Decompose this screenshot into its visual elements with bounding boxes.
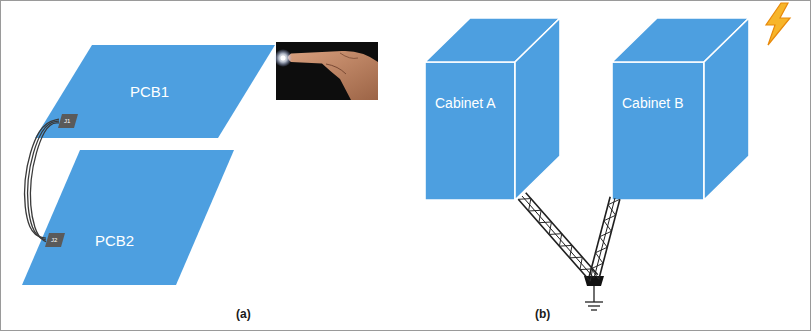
panel-label: (b) [535, 308, 550, 320]
pcb-board: PCB2 J2 [22, 150, 234, 285]
connector-group [518, 193, 620, 282]
spark-core [281, 56, 286, 61]
truss-junction [584, 276, 604, 286]
header-outline [58, 114, 78, 128]
connector-group [25, 119, 59, 242]
truss-rail [589, 197, 610, 277]
lightning-bolt [766, 3, 790, 45]
board-outline [35, 45, 275, 138]
finger-photo [274, 42, 378, 100]
cube-side-face [515, 18, 560, 200]
connector-label: J1 [64, 118, 70, 124]
ribbon-cable [28, 121, 59, 240]
cabinet-box: Cabinet A [425, 18, 560, 200]
finger-crease [326, 64, 346, 74]
connector-label: J2 [51, 237, 57, 243]
photo-background [276, 42, 378, 100]
ground-symbol [588, 305, 600, 306]
ribbon-wire [25, 119, 59, 238]
panel-label: (a) [236, 308, 251, 320]
truss-rail [518, 199, 590, 281]
truss-rail [526, 193, 598, 275]
cube-side-face [704, 18, 749, 200]
connector-header: J1 [58, 114, 78, 128]
board-outline [22, 150, 234, 285]
ground-assembly [584, 276, 604, 310]
knuckle-line [340, 53, 358, 58]
cabinet-box: Cabinet B [612, 18, 749, 200]
ground-symbol [591, 309, 597, 310]
spark-glow [274, 49, 292, 67]
ground-symbol [585, 301, 603, 302]
truss-lattice [518, 199, 592, 282]
ribbon-wire [31, 123, 59, 242]
board-label: PCB1 [130, 84, 169, 99]
pcb-board: PCB1J1 [35, 45, 275, 138]
truss-rail [599, 199, 620, 279]
truss-lattice [591, 199, 620, 279]
ground-wire [593, 286, 594, 302]
cabinet-label: Cabinet B [622, 96, 683, 110]
lattice-tower [522, 196, 615, 278]
cube-front-face [425, 62, 515, 200]
cabinet-label: Cabinet A [435, 96, 496, 110]
hand-shape [288, 51, 378, 100]
cube-front-face [612, 62, 704, 200]
board-label: PCB2 [95, 233, 134, 248]
connector-header: J2 [45, 233, 65, 247]
node-outline [22, 150, 234, 285]
header-outline [45, 233, 65, 247]
